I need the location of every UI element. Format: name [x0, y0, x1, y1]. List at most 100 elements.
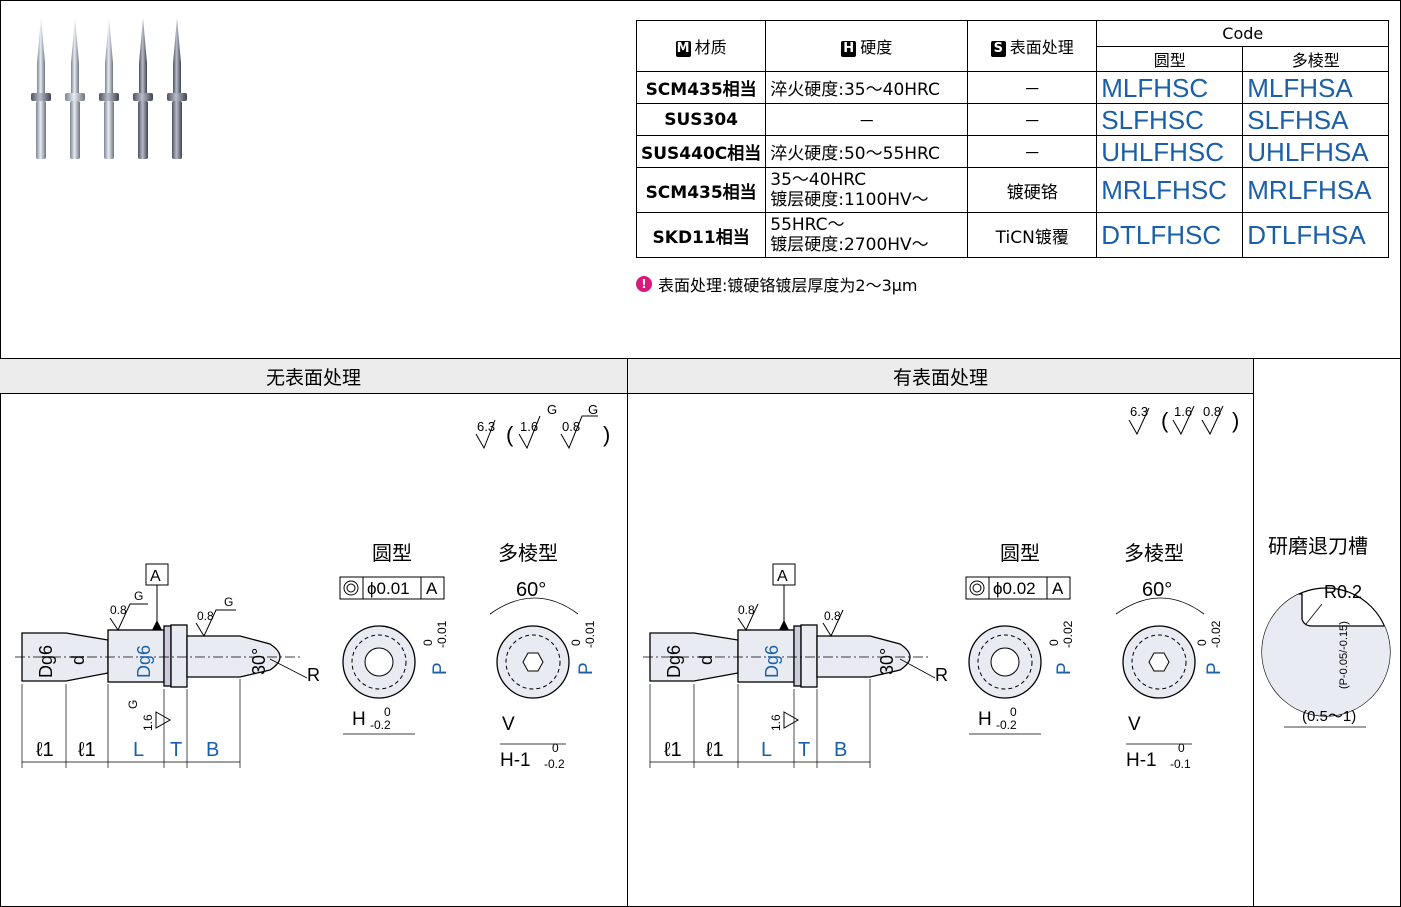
poly-code-link[interactable]: MLFHSA [1247, 72, 1353, 103]
surface-cell: － [967, 103, 1098, 136]
round-code-link[interactable]: DTLFHSC [1101, 220, 1222, 250]
L-label: L [133, 739, 144, 761]
paren-open: ( [1161, 408, 1169, 433]
material-cell: SCM435相当 [635, 71, 767, 104]
tol-zero: 0 [1178, 741, 1185, 755]
hardness-cell: 淬火硬度:50～55HRC [765, 135, 969, 168]
header-code: Code [1096, 20, 1390, 47]
dg6-label-blue: Dg6 [762, 645, 782, 678]
pin-3 [99, 18, 119, 159]
h-tolerance: -0.2 [996, 718, 1017, 732]
round-code-link[interactable]: SLFHSC [1101, 104, 1204, 135]
product-photo [31, 18, 187, 159]
round-code-cell: SLFHSC [1096, 103, 1244, 136]
h1-tolerance: -0.1 [1170, 757, 1191, 771]
roughness-value: 0.8 [110, 603, 127, 617]
angle-60-label: 60° [516, 579, 546, 601]
material-badge-icon: M [675, 41, 691, 57]
tol-zero: 0 [421, 639, 435, 646]
hardness-line: 淬火硬度:35～40HRC [770, 80, 940, 100]
length-labels: ℓ1 ℓ1 L T B [36, 739, 219, 761]
r-label: R [935, 665, 948, 685]
panel-title-treated: 有表面处理 [628, 359, 1253, 394]
pin-side-view [21, 624, 281, 688]
roughness-value: 6.3 [1130, 404, 1148, 419]
L-label: L [761, 739, 772, 761]
header-poly: 多棱型 [1242, 45, 1390, 72]
pin-4 [133, 18, 153, 159]
p-tolerance: -0.01 [435, 620, 449, 648]
poly-code-link[interactable]: DTLFHSA [1247, 220, 1366, 250]
hardness-line: － [858, 112, 876, 132]
h-label: H [978, 709, 992, 730]
poly-code-link[interactable]: MRLFHSA [1247, 175, 1372, 205]
pin-5 [167, 18, 187, 159]
l1-label: ℓ1 [706, 739, 724, 761]
v-label: V [502, 714, 515, 735]
groove-detail: 研磨退刀槽 R0.2 (P-0.05/-0.15) (0.5～1) [1261, 535, 1391, 728]
dg6-label-blue: Dg6 [134, 645, 154, 678]
d-label: d [68, 655, 88, 665]
roughness-value: 0.8 [738, 603, 755, 617]
hardness-line: 镀层硬度:1100HV～ [770, 190, 929, 210]
panel-divider [627, 359, 628, 907]
poly-code-link[interactable]: UHLFHSA [1247, 136, 1369, 167]
tolerance-frame [965, 576, 1071, 600]
material-cell: SCM435相当 [635, 167, 767, 213]
poly-code-cell: UHLFHSA [1242, 135, 1390, 168]
round-code-link[interactable]: MRLFHSC [1101, 175, 1227, 205]
roughness-symbols: 6.3 ( 1.6 G 0.8 G ) [475, 402, 610, 450]
p-label: P [430, 662, 451, 675]
pin-side-view [649, 624, 911, 688]
round-code-cell: MLFHSC [1096, 71, 1244, 104]
g-mark: G [126, 700, 140, 709]
groove-radius-label: R0.2 [1324, 582, 1362, 602]
round-view-title: 圆型 [372, 542, 412, 565]
tol-zero: 0 [1010, 705, 1017, 719]
material-cell: SUS440C相当 [635, 135, 767, 168]
roughness-value: 1.6 [520, 419, 538, 434]
paren-close: ) [603, 422, 610, 447]
hardness-cell: 淬火硬度:35～40HRC [765, 71, 969, 104]
material-cell: SKD11相当 [635, 212, 767, 258]
surface-cell: － [967, 135, 1098, 168]
side-view-roughness: 0.8 G 0.8 G 1.6 G [109, 589, 236, 731]
poly-code-link[interactable]: SLFHSA [1247, 104, 1349, 135]
panel-title-untreated: 无表面处理 [0, 359, 627, 394]
tol-zero: 0 [569, 639, 583, 646]
table-row: SUS304 － － SLFHSC SLFHSA [635, 103, 1390, 136]
groove-title: 研磨退刀槽 [1268, 535, 1368, 558]
tolerance-value: ϕ0.02 [993, 579, 1036, 598]
round-code-link[interactable]: MLFHSC [1101, 72, 1209, 103]
round-view-title: 圆型 [1000, 542, 1040, 565]
h-label: H [352, 709, 366, 730]
hardness-cell: 55HRC～镀层硬度:2700HV～ [765, 212, 969, 258]
alert-icon: ! [636, 276, 652, 292]
p-tolerance: -0.01 [583, 620, 597, 648]
tolerance-value: ϕ0.01 [367, 579, 410, 598]
material-cell: SUS304 [635, 103, 767, 136]
B-label: B [206, 739, 219, 761]
p-label: P [576, 662, 597, 675]
h-tolerance: -0.2 [370, 718, 391, 732]
g-mark: G [547, 402, 557, 417]
tolerance-datum: A [426, 579, 438, 598]
hardness-line: 淬火硬度:50～55HRC [770, 144, 940, 164]
h1-label: H-1 [500, 750, 531, 771]
poly-code-cell: MRLFHSA [1242, 167, 1390, 213]
angle-30-label: 30° [249, 648, 269, 675]
surface-note-text: 表面处理:镀硬铬镀层厚度为2～3μm [658, 276, 918, 295]
dg6-label: Dg6 [36, 645, 56, 678]
angle-30-label: 30° [877, 648, 897, 675]
r-label: R [307, 665, 320, 685]
l1-label: ℓ1 [78, 739, 96, 761]
header-surface-label: 表面处理 [1009, 38, 1074, 57]
h1-tolerance: -0.2 [544, 757, 565, 771]
round-code-link[interactable]: UHLFHSC [1101, 136, 1225, 167]
h1-label: H-1 [1126, 750, 1157, 771]
hardness-cell: － [765, 103, 969, 136]
